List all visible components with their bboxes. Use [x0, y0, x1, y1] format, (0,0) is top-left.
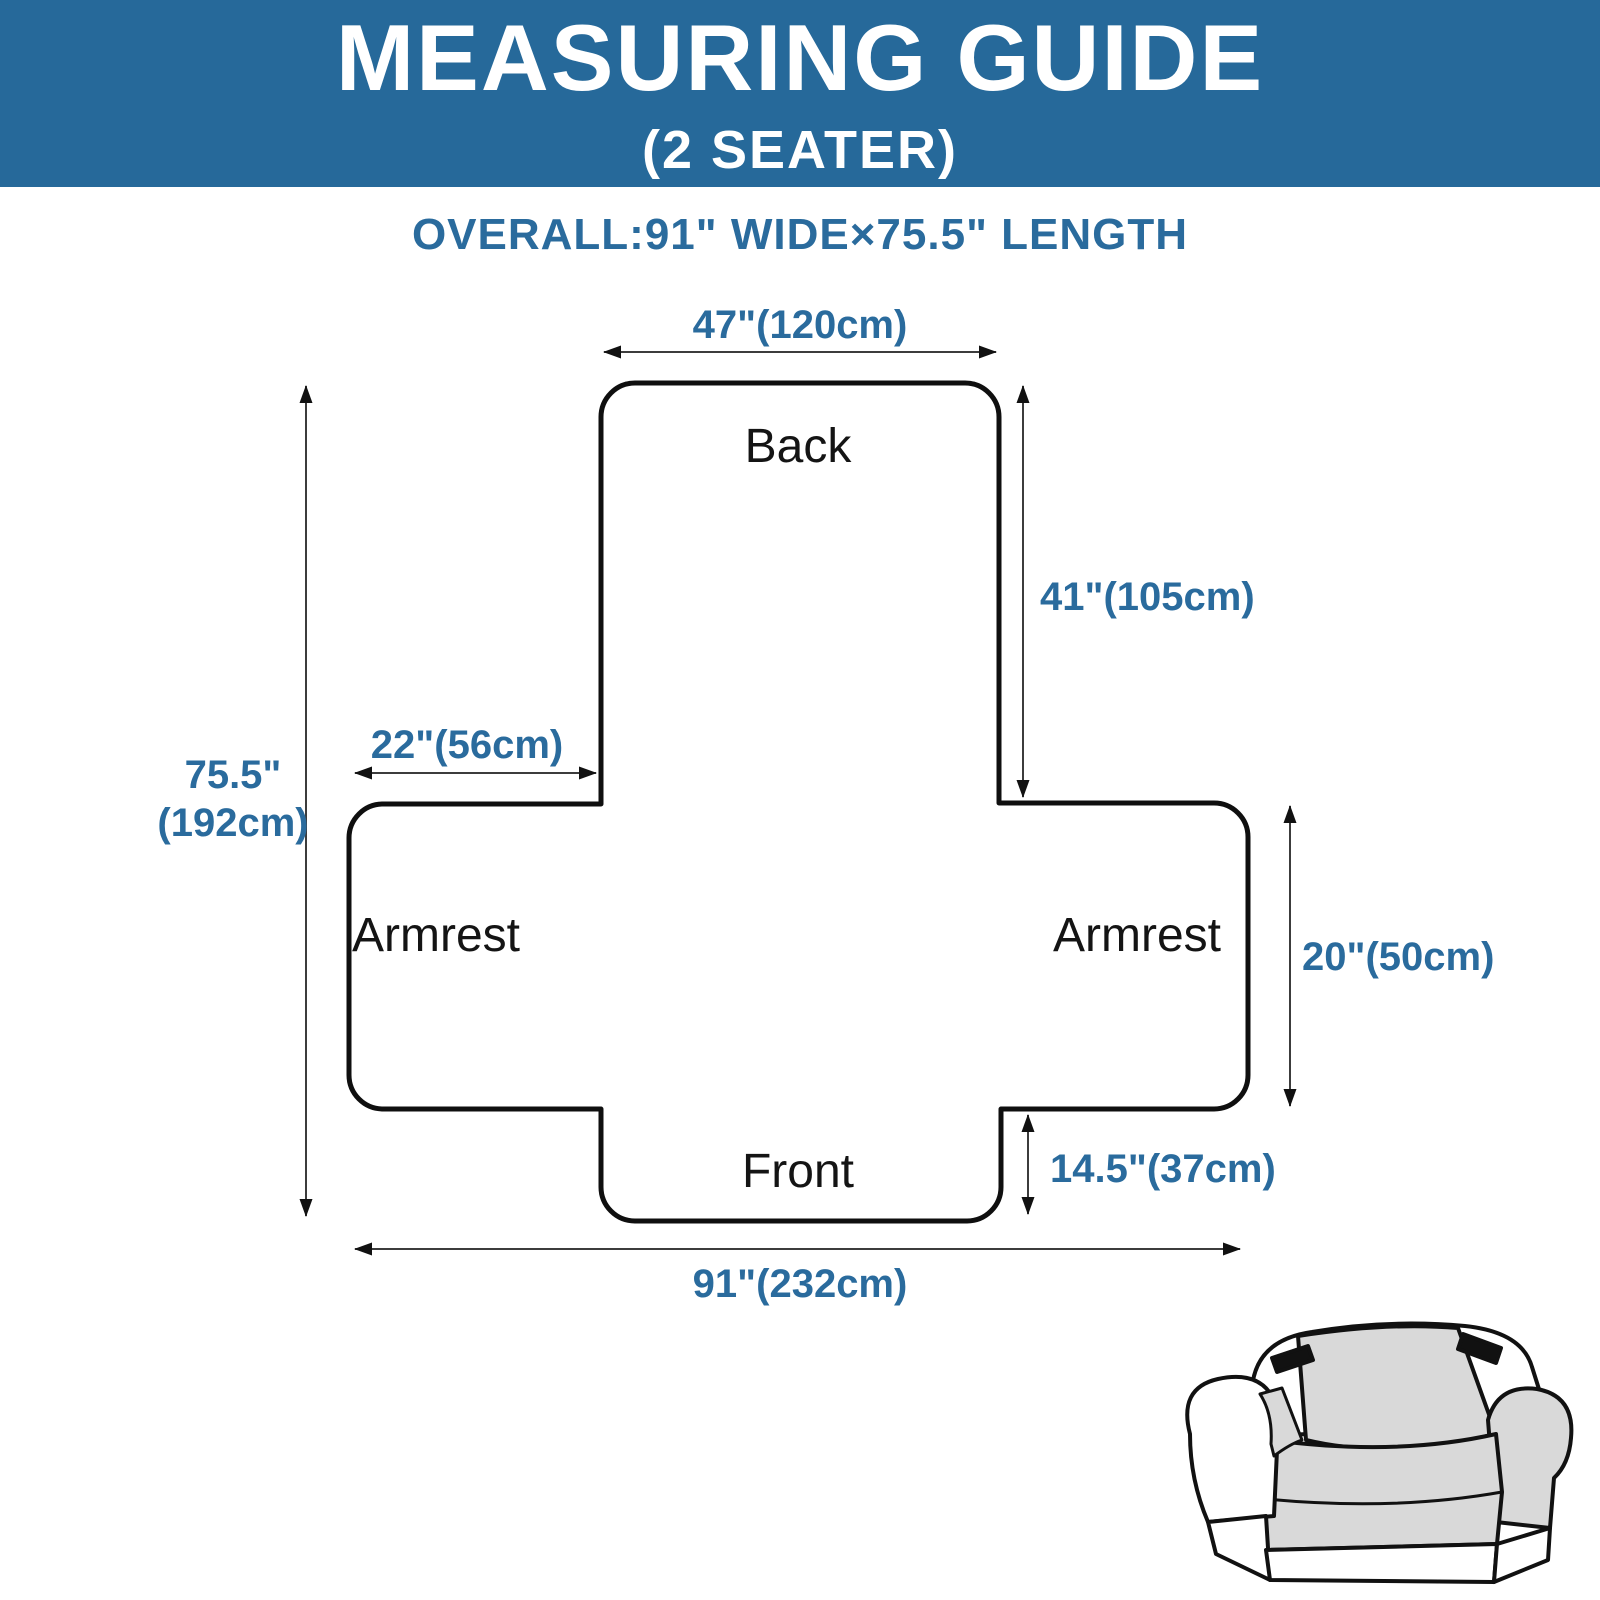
- sofa-base-front: [1264, 1542, 1499, 1584]
- overall-dimensions-text: OVERALL:91" WIDE×75.5" LENGTH: [411, 210, 1189, 259]
- page-subtitle: (2 SEATER): [641, 119, 959, 180]
- back-panel-label: Back: [745, 420, 853, 473]
- sofa-illustration: [1185, 1321, 1574, 1584]
- page-title: MEASURING GUIDE: [335, 4, 1265, 110]
- armrest-height-label: 20"(50cm): [1302, 935, 1494, 979]
- sofa-seat-crease: [1254, 1490, 1504, 1506]
- sofa-arm-right: [1486, 1386, 1574, 1530]
- cover-outline-shape: [346, 380, 1251, 1224]
- sofa-arm-inner-cover: [1258, 1386, 1304, 1458]
- overall-length-label-line2: (192cm): [157, 801, 308, 845]
- sofa-strap-right: [1456, 1332, 1503, 1365]
- overall-width-label: 91"(232cm): [693, 1262, 908, 1306]
- sofa-base-side: [1492, 1526, 1552, 1584]
- front-panel-label: Front: [742, 1145, 854, 1198]
- sofa-base: [1206, 1514, 1272, 1582]
- armrest-width-label: 22"(56cm): [371, 723, 563, 767]
- back-width-label: 47"(120cm): [693, 303, 908, 347]
- back-height-label: 41"(105cm): [1040, 575, 1255, 619]
- armrest-right-label: Armrest: [1053, 909, 1221, 962]
- front-height-label: 14.5"(37cm): [1050, 1147, 1276, 1191]
- header-banner: MEASURING GUIDE (2 SEATER): [0, 0, 1600, 187]
- armrest-left-label: Armrest: [352, 909, 520, 962]
- overall-length-label-line1: 75.5": [185, 753, 282, 797]
- sofa-seat-cover: [1254, 1432, 1504, 1552]
- sofa-strap-left: [1270, 1344, 1315, 1374]
